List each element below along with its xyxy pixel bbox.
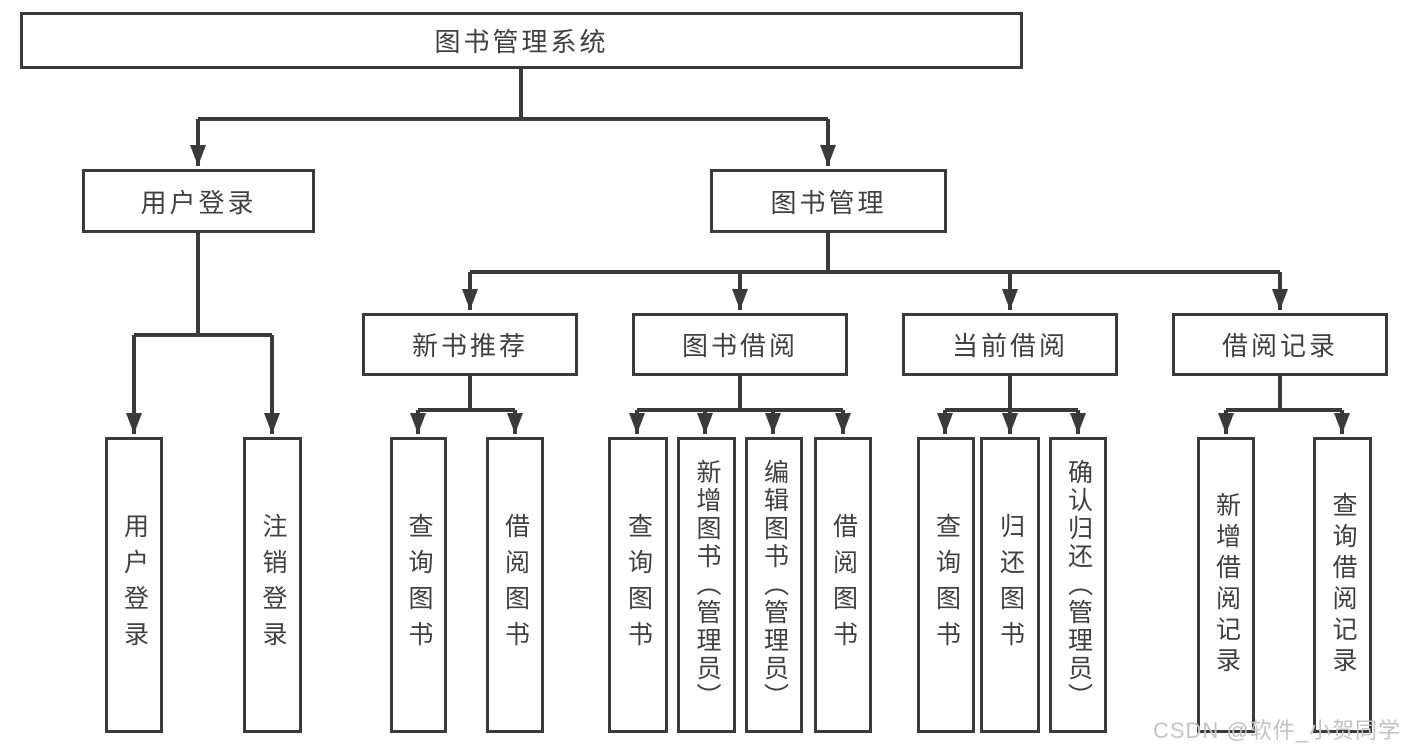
leaf-add-borrow-record: 新增借阅记录 (1197, 437, 1255, 733)
node-user-login-label: 用户登录 (140, 187, 257, 218)
node-new-book-recommend: 新书推荐 (362, 313, 578, 376)
leaf-query-book-current: 查询图书 (917, 437, 975, 733)
csdn-watermark: CSDN @软件_小贺同学 (1152, 718, 1401, 743)
leaf-query-book-recommend: 查询图书 (390, 437, 447, 733)
node-book-borrow: 图书借阅 (632, 313, 848, 376)
leaf-user-login: 用户登录 (105, 437, 163, 733)
leaf-borrow-book: 借阅图书 (814, 437, 872, 733)
node-root-label: 图书管理系统 (434, 27, 609, 57)
node-new-book-recommend-label: 新书推荐 (411, 331, 528, 361)
leaf-return-book: 归还图书 (980, 437, 1040, 733)
node-borrow-records-label: 借阅记录 (1221, 331, 1338, 361)
leaf-add-book-admin: 新增图书（管理员） (677, 437, 736, 733)
leaf-edit-book-admin: 编辑图书（管理员） (745, 437, 803, 733)
leaf-confirm-return-admin: 确认归还（管理员） (1049, 437, 1107, 733)
node-current-borrow: 当前借阅 (902, 313, 1118, 376)
node-root-system: 图书管理系统 (20, 12, 1023, 69)
node-current-borrow-label: 当前借阅 (951, 331, 1068, 361)
leaf-query-borrow-record: 查询借阅记录 (1313, 437, 1372, 733)
node-book-management-label: 图书管理 (770, 187, 887, 218)
leaf-query-book-borrow: 查询图书 (608, 437, 668, 733)
leaf-borrow-book-recommend: 借阅图书 (486, 437, 544, 733)
leaf-logout: 注销登录 (243, 437, 302, 733)
node-user-login: 用户登录 (82, 169, 315, 233)
node-book-borrow-label: 图书借阅 (681, 331, 798, 361)
node-borrow-records: 借阅记录 (1172, 313, 1388, 376)
node-book-management: 图书管理 (710, 169, 947, 233)
